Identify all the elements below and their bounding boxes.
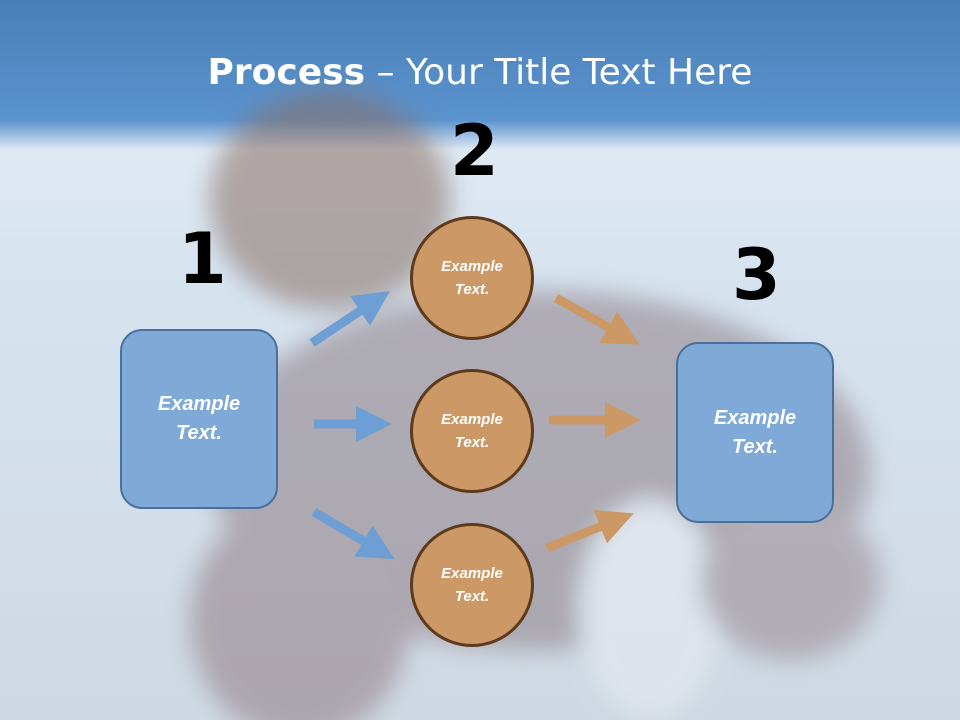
circle-bottom-text: Example Text. xyxy=(441,565,503,605)
step-3-box-text: Example Text. xyxy=(713,406,797,458)
step-1-box: Example Text. xyxy=(120,329,278,509)
step-number-1: 1 xyxy=(178,218,227,300)
step-number-3: 3 xyxy=(732,234,781,316)
step-2-circle-middle: Example Text. xyxy=(410,369,534,493)
title-rest: – Your Title Text Here xyxy=(365,52,753,93)
circle-top-text: Example Text. xyxy=(441,258,503,298)
step-2-circle-bottom: Example Text. xyxy=(410,523,534,647)
step-number-2: 2 xyxy=(450,110,499,192)
step-1-box-text: Example Text. xyxy=(157,393,241,444)
title-bold: Process xyxy=(207,52,366,93)
arrow-orange-down xyxy=(553,294,640,345)
arrow-blue-up xyxy=(309,291,390,347)
arrow-orange-up xyxy=(545,509,634,553)
step-2-circle-top: Example Text. xyxy=(410,216,534,340)
arrow-blue-down xyxy=(311,508,395,560)
circle-middle-text: Example Text. xyxy=(441,411,503,451)
step-3-box: Example Text. xyxy=(676,342,834,523)
page-title: Process – Your Title Text Here xyxy=(0,52,960,93)
